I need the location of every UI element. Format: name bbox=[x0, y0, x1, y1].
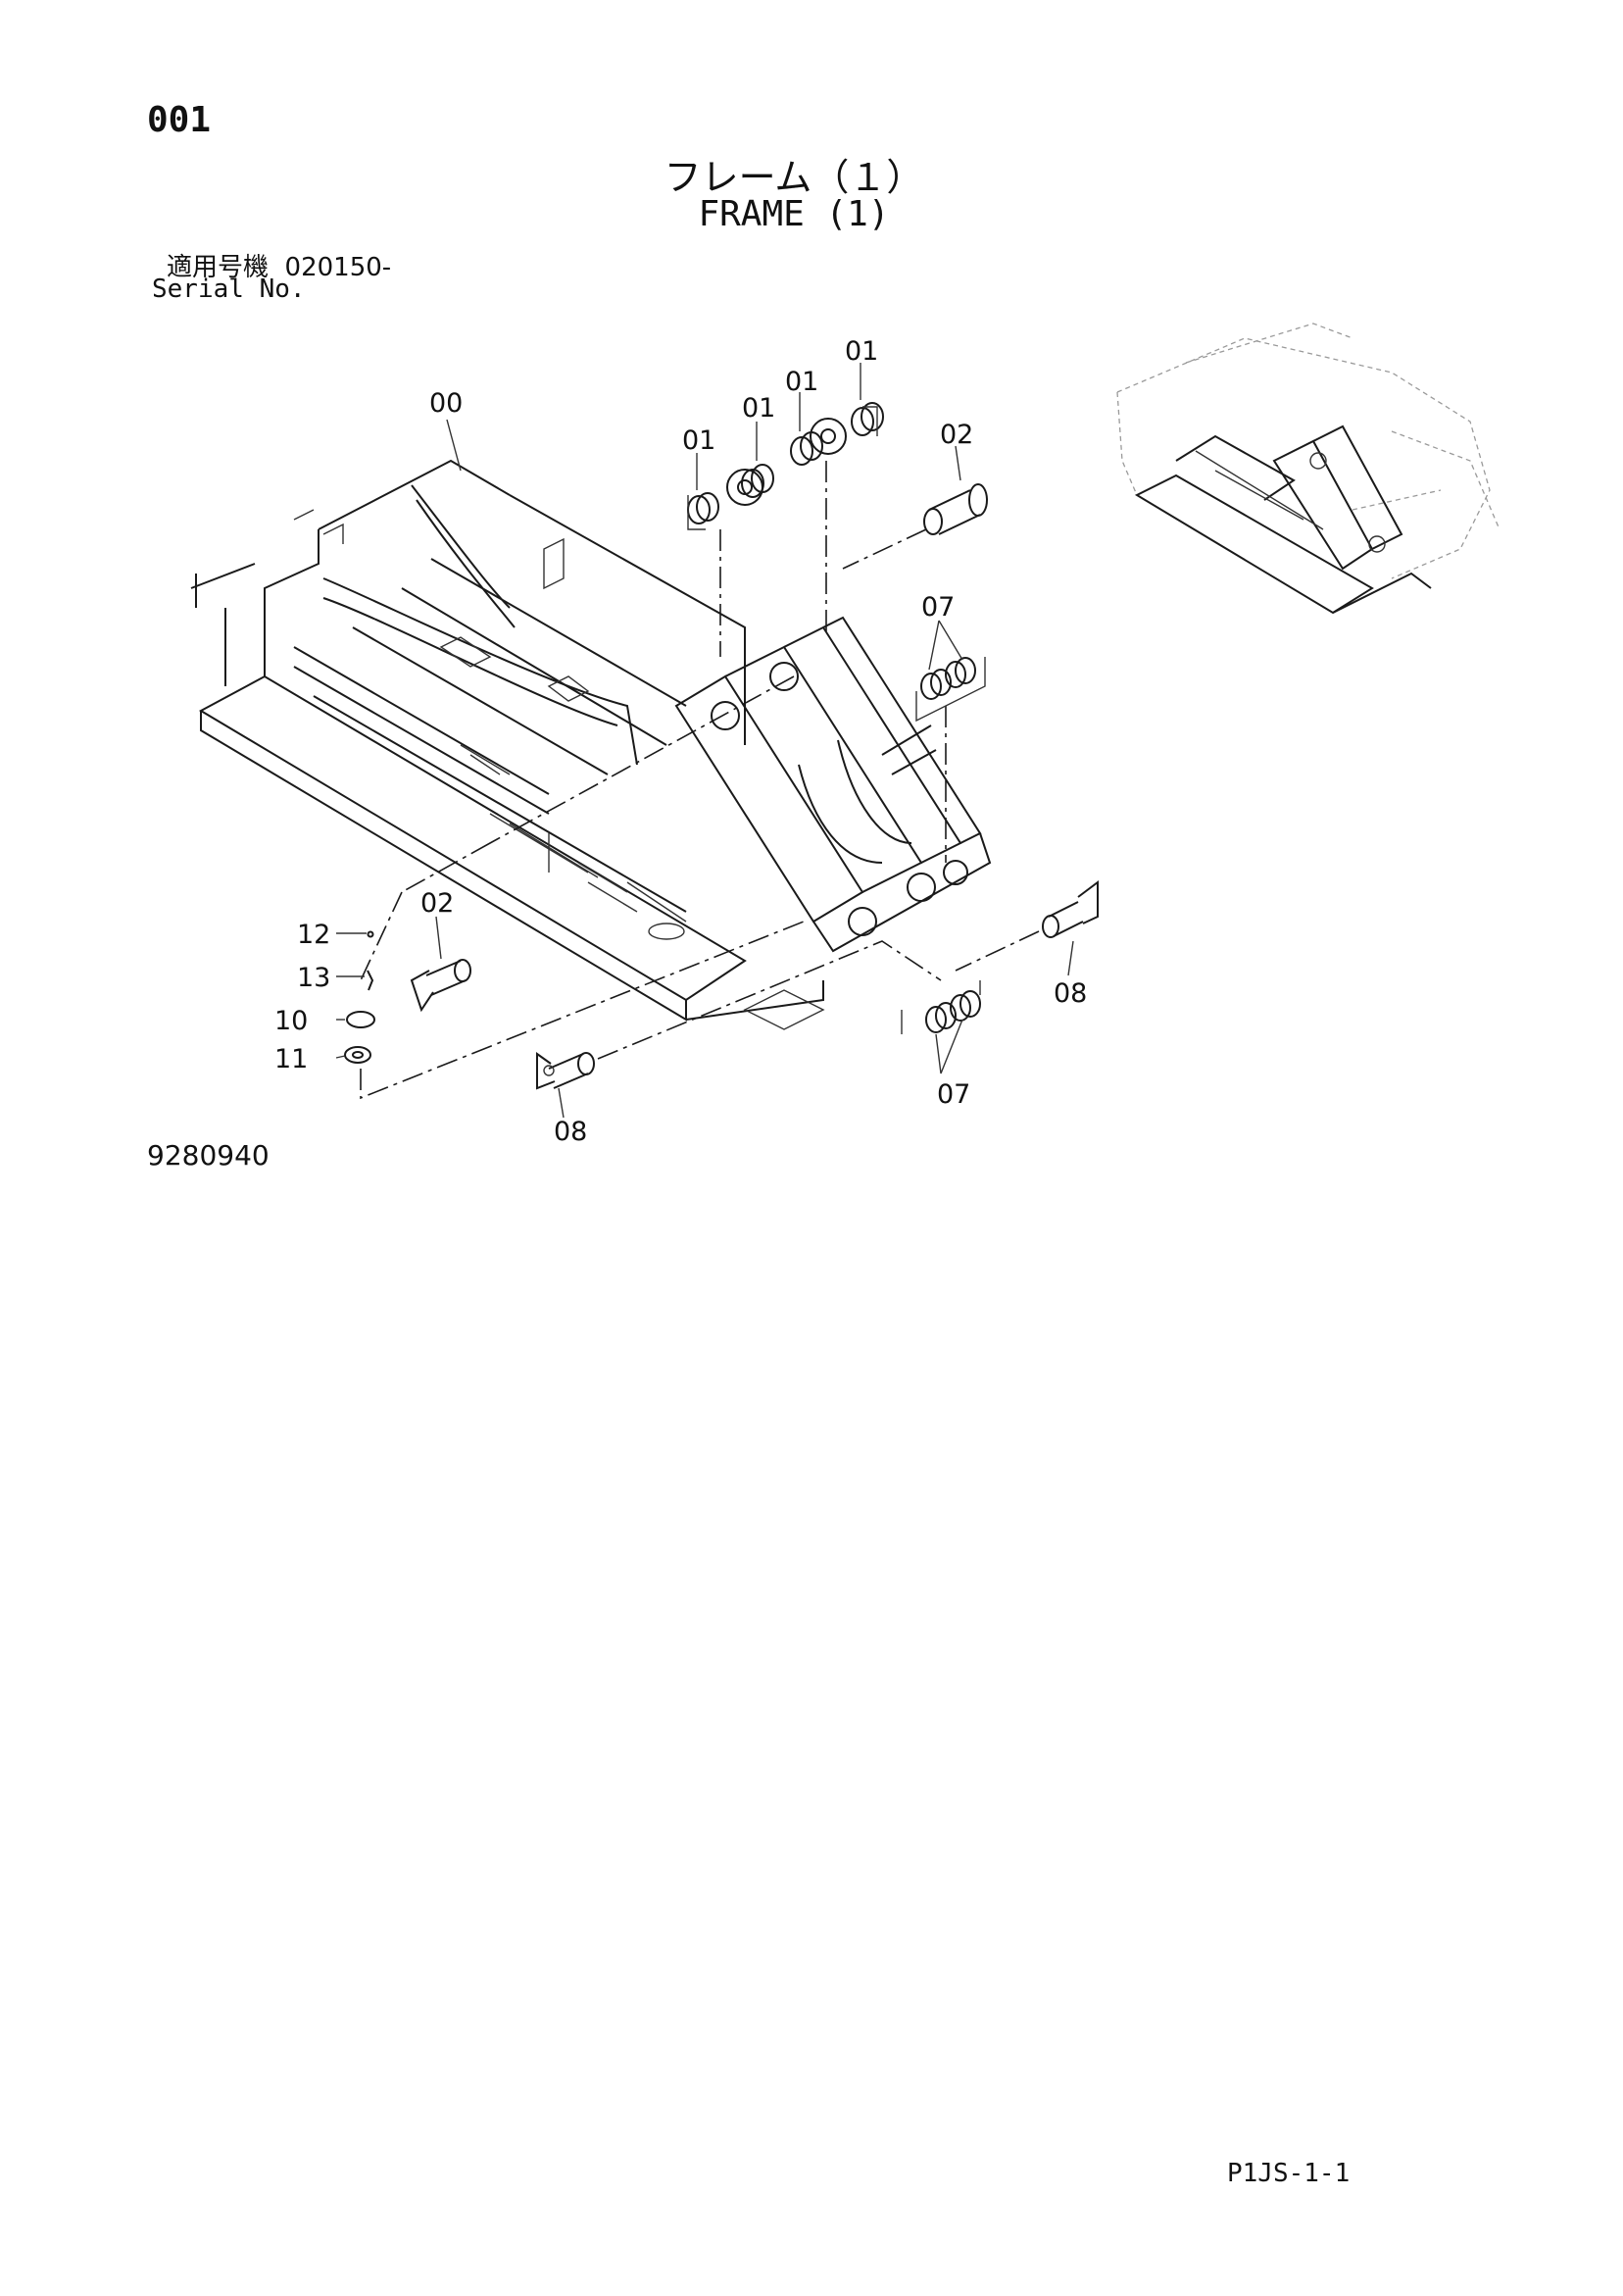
callout-01-c: 01 bbox=[785, 367, 818, 397]
serial-label-jp-text: 適用号機 bbox=[167, 253, 270, 282]
callout-01-a: 01 bbox=[682, 425, 715, 456]
exploded-parts bbox=[344, 402, 1099, 1090]
callout-11: 11 bbox=[274, 1044, 308, 1074]
boom-bracket-drawing bbox=[674, 616, 992, 953]
callout-07-top: 07 bbox=[921, 592, 955, 623]
callout-07-bottom: 07 bbox=[937, 1079, 970, 1110]
page-reference: P1JS-1-1 bbox=[1227, 2159, 1351, 2188]
callout-02-left: 02 bbox=[420, 888, 454, 919]
frame-exploded-diagram: 00 01 01 01 01 02 07 02 08 07 08 12 13 1… bbox=[190, 323, 1500, 1147]
callout-08-bottom: 08 bbox=[554, 1117, 587, 1147]
drawing-number: 9280940 bbox=[147, 1139, 270, 1172]
serial-label-en: Serial No. bbox=[152, 275, 306, 304]
callout-00: 00 bbox=[429, 388, 463, 419]
main-frame-drawing bbox=[190, 459, 825, 1030]
callout-leaders bbox=[335, 363, 1074, 1119]
callout-02-top: 02 bbox=[940, 420, 973, 450]
callout-10: 10 bbox=[274, 1006, 308, 1036]
page-title-en: FRAME (1) bbox=[698, 194, 890, 234]
location-thumbnail bbox=[1116, 323, 1500, 615]
callout-01-d: 01 bbox=[845, 336, 878, 367]
callout-01-b: 01 bbox=[742, 393, 775, 424]
serial-label-jp: 適用号機 020150- bbox=[167, 247, 391, 283]
callout-12: 12 bbox=[297, 920, 330, 950]
callout-08-right: 08 bbox=[1054, 978, 1087, 1009]
serial-value: 020150- bbox=[284, 253, 392, 282]
assembly-lines bbox=[360, 406, 1040, 1100]
page-number: 001 bbox=[147, 100, 212, 140]
callout-13: 13 bbox=[297, 963, 330, 993]
page-title-jp: フレーム（１） bbox=[664, 156, 924, 199]
